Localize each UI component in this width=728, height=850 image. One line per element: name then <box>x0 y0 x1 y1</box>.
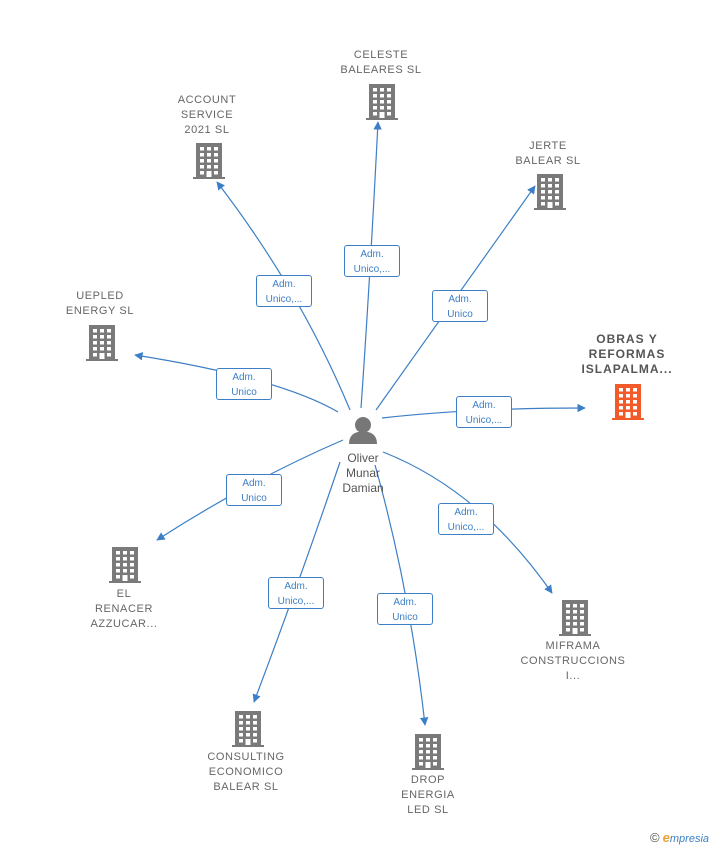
footer-brand: © empresia <box>650 830 709 845</box>
company-label-uepled[interactable]: UEPLED ENERGY SL <box>65 290 135 317</box>
building-icon[interactable] <box>612 384 644 420</box>
relationship-label-drop[interactable]: Adm. Unico <box>377 593 433 625</box>
building-icon[interactable] <box>366 84 398 120</box>
relationship-label-jerte[interactable]: Adm. Unico <box>432 290 488 322</box>
person-icon <box>349 417 377 444</box>
company-label-miframa[interactable]: MIFRAMA CONSTRUCCIONS I... <box>520 640 626 682</box>
relationship-label-obras[interactable]: Adm. Unico,... <box>456 396 512 428</box>
building-icon[interactable] <box>559 600 591 636</box>
company-label-renacer[interactable]: EL RENACER AZZUCAR... <box>90 588 158 630</box>
copyright-icon: © <box>650 830 660 845</box>
building-icon[interactable] <box>109 547 141 583</box>
relationship-label-miframa[interactable]: Adm. Unico,... <box>438 503 494 535</box>
relationship-label-account[interactable]: Adm. Unico,... <box>256 275 312 307</box>
company-label-jerte[interactable]: JERTE BALEAR SL <box>515 140 581 167</box>
company-label-consulting[interactable]: CONSULTING ECONOMICO BALEAR SL <box>207 751 285 793</box>
company-label-obras[interactable]: OBRAS Y REFORMAS ISLAPALMA... <box>581 332 673 376</box>
relationship-label-uepled[interactable]: Adm. Unico <box>216 368 272 400</box>
brand-name: mpresia <box>669 833 710 845</box>
relationship-label-renacer[interactable]: Adm. Unico <box>226 474 282 506</box>
building-icon[interactable] <box>534 174 566 210</box>
relationship-label-celeste[interactable]: Adm. Unico,... <box>344 245 400 277</box>
brand-logo-e: e <box>662 830 670 845</box>
edge-line-drop <box>374 464 429 726</box>
company-label-drop[interactable]: DROP ENERGIA LED SL <box>401 774 455 816</box>
building-icon[interactable] <box>232 711 264 747</box>
company-label-celeste[interactable]: CELESTE BALEARES SL <box>340 49 422 76</box>
relationship-label-consulting[interactable]: Adm. Unico,... <box>268 577 324 609</box>
building-icon[interactable] <box>86 325 118 361</box>
building-icon[interactable] <box>193 143 225 179</box>
center-person-name[interactable]: Oliver Munar Damian <box>342 451 384 495</box>
company-label-account[interactable]: ACCOUNT SERVICE 2021 SL <box>177 94 237 136</box>
building-icon[interactable] <box>412 734 444 770</box>
